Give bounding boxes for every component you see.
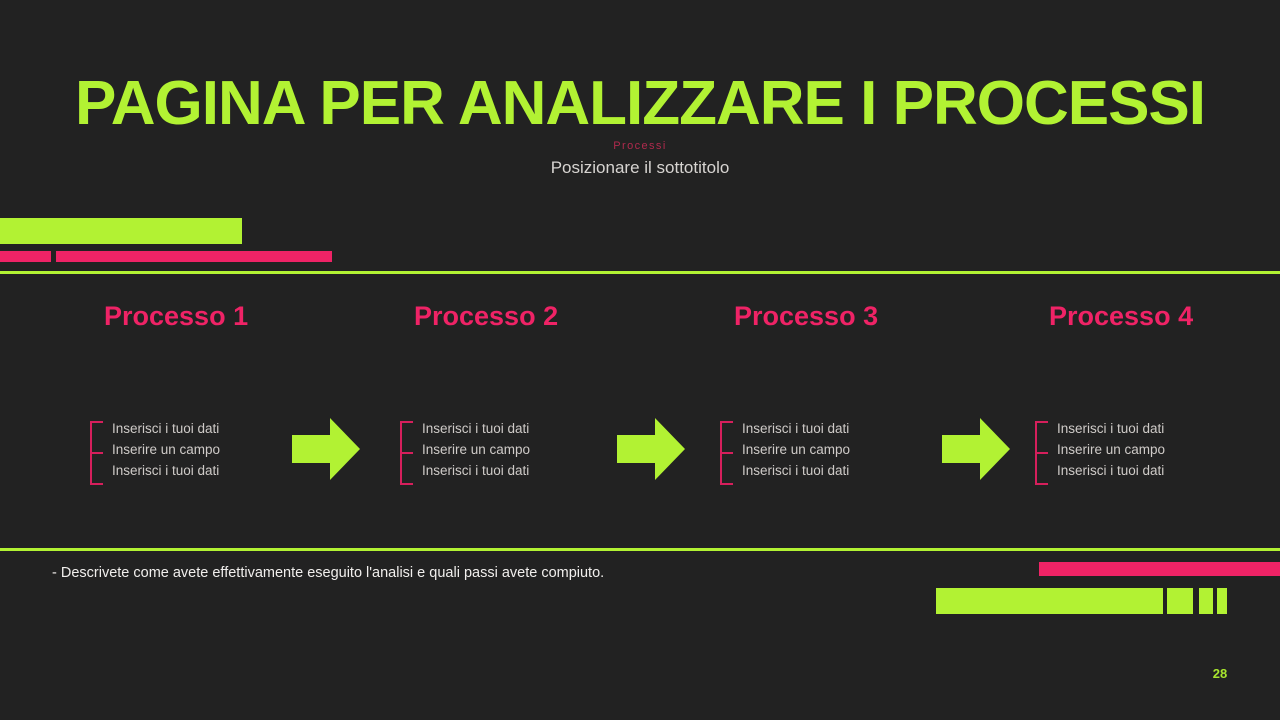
bracket-icon: [720, 421, 733, 485]
eyebrow-label: Processi: [613, 140, 667, 152]
list-item: Inserisci i tuoi dati: [422, 421, 530, 436]
divider-bottom: [0, 548, 1280, 551]
list-item: Inserisci i tuoi dati: [422, 463, 530, 478]
process-column-4: Processo 4 Inserisci i tuoi dati Inserir…: [1035, 300, 1280, 485]
list-item: Inserire un campo: [1057, 442, 1166, 457]
arrow-right-icon: [617, 418, 685, 480]
process-column-2: Processo 2 Inserisci i tuoi dati Inserir…: [400, 300, 670, 485]
process-title-2: Processo 2: [414, 301, 559, 331]
list-item: Inserisci i tuoi dati: [742, 463, 850, 478]
process-items-2: Inserisci i tuoi dati Inserire un campo …: [422, 418, 530, 481]
process-title-1: Processo 1: [104, 301, 249, 331]
process-body-4: Inserisci i tuoi dati Inserire un campo …: [1035, 418, 1165, 485]
arrow-right-icon: [942, 418, 1010, 480]
deco-bar-pink-segment-2: [56, 251, 332, 262]
list-item: Inserisci i tuoi dati: [112, 463, 220, 478]
deco-bar-green-footer-main: [936, 588, 1163, 614]
list-item: Inserire un campo: [112, 442, 221, 457]
process-columns: Processo 1 Inserisci i tuoi dati Inserir…: [0, 300, 1280, 530]
deco-bar-pink-segment-1: [0, 251, 51, 262]
process-column-3: Processo 3 Inserisci i tuoi dati Inserir…: [720, 300, 990, 485]
process-body-1: Inserisci i tuoi dati Inserire un campo …: [90, 418, 220, 485]
deco-bar-pink-footer: [1039, 562, 1280, 576]
deco-bar-green-footer-segment-3: [1199, 588, 1213, 614]
list-item: Inserisci i tuoi dati: [742, 421, 850, 436]
divider-top: [0, 271, 1280, 274]
page-number: 28: [1212, 666, 1228, 681]
bracket-icon: [400, 421, 413, 485]
deco-bar-green-top: [0, 218, 242, 244]
list-item: Inserire un campo: [422, 442, 531, 457]
list-item: Inserisci i tuoi dati: [1057, 421, 1165, 436]
footer-note: - Descrivete come avete effettivamente e…: [52, 565, 605, 581]
page-title: PAGINA PER ANALIZZARE I PROCESSI: [74, 69, 1206, 138]
deco-bar-green-footer-segment-2: [1167, 588, 1193, 614]
deco-bar-green-footer-segment-4: [1217, 588, 1227, 614]
bracket-icon: [1035, 421, 1048, 485]
process-body-3: Inserisci i tuoi dati Inserire un campo …: [720, 418, 850, 485]
process-items-1: Inserisci i tuoi dati Inserire un campo …: [112, 418, 220, 481]
arrow-right-icon: [292, 418, 360, 480]
list-item: Inserisci i tuoi dati: [112, 421, 220, 436]
process-items-4: Inserisci i tuoi dati Inserire un campo …: [1057, 418, 1165, 481]
process-body-2: Inserisci i tuoi dati Inserire un campo …: [400, 418, 530, 485]
process-title-3: Processo 3: [734, 301, 879, 331]
process-items-3: Inserisci i tuoi dati Inserire un campo …: [742, 418, 850, 481]
list-item: Inserire un campo: [742, 442, 851, 457]
process-title-4: Processo 4: [1049, 301, 1194, 331]
process-column-1: Processo 1 Inserisci i tuoi dati Inserir…: [90, 300, 360, 485]
subtitle: Posizionare il sottotitolo: [550, 158, 730, 177]
list-item: Inserisci i tuoi dati: [1057, 463, 1165, 478]
bracket-icon: [90, 421, 103, 485]
